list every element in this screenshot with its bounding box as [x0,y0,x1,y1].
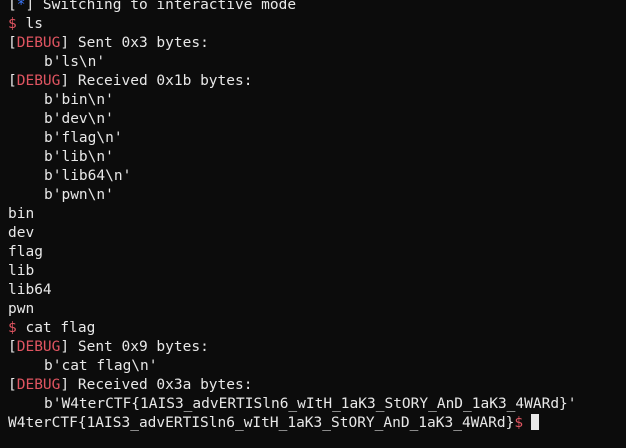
flag-output-line: W4terCTF{1AIS3_advERTISln6_wItH_1aK3_StO… [8,414,626,433]
received-bytes-line: b'dev\n' [44,111,114,127]
sent-bytes: b'cat flag\n' [44,358,158,374]
terminal-cursor[interactable] [531,414,540,430]
received-bytes-line: b'flag\n' [44,130,123,146]
debug-received-line: [DEBUG] Received 0x1b bytes: [8,73,253,89]
debug-sent-line: [DEBUG] Sent 0x9 bytes: [8,339,209,355]
debug-tag: DEBUG [16,73,61,89]
prompt-line-cat: $ cat flag [8,319,626,338]
ls-output-line: dev [8,225,35,241]
received-bytes-line: b'lib64\n' [44,168,132,184]
prompt-symbol: $ [8,320,17,336]
debug-received-text: Received 0x3a bytes: [69,377,253,393]
ls-output-line: lib64 [8,282,52,298]
command-ls: ls [25,16,43,32]
debug-received-line: [DEBUG] Received 0x3a bytes: [8,377,253,393]
debug-sent-text: Sent 0x3 bytes: [69,35,209,51]
sent-bytes: b'ls\n' [44,54,106,70]
received-flag-bytes: b'W4terCTF{1AIS3_advERTISln6_wItH_1aK3_S… [44,396,577,412]
command-cat-flag: cat flag [25,320,96,336]
flag-output: W4terCTF{1AIS3_advERTISln6_wItH_1aK3_StO… [8,415,515,431]
debug-received-text: Received 0x1b bytes: [69,73,253,89]
status-line: [*] Switching to interactive mode [8,0,626,15]
prompt-symbol: $ [8,16,17,32]
status-star: * [16,0,26,13]
debug-tag: DEBUG [16,377,61,393]
debug-sent-text: Sent 0x9 bytes: [69,339,209,355]
ls-output-line: pwn [8,301,35,317]
status-text: Switching to interactive mode [34,0,297,13]
received-bytes-line: b'bin\n' [44,92,114,108]
received-bytes-line: b'pwn\n' [44,187,114,203]
ls-output-line: bin [8,206,35,222]
debug-sent-line: [DEBUG] Sent 0x3 bytes: [8,35,209,51]
prompt-line-ls: $ ls [8,15,626,34]
ls-output-line: lib [8,263,35,279]
debug-tag: DEBUG [16,339,61,355]
received-bytes-line: b'lib\n' [44,149,114,165]
prompt-symbol: $ [514,415,524,431]
ls-output-line: flag [8,244,43,260]
debug-tag: DEBUG [16,35,61,51]
